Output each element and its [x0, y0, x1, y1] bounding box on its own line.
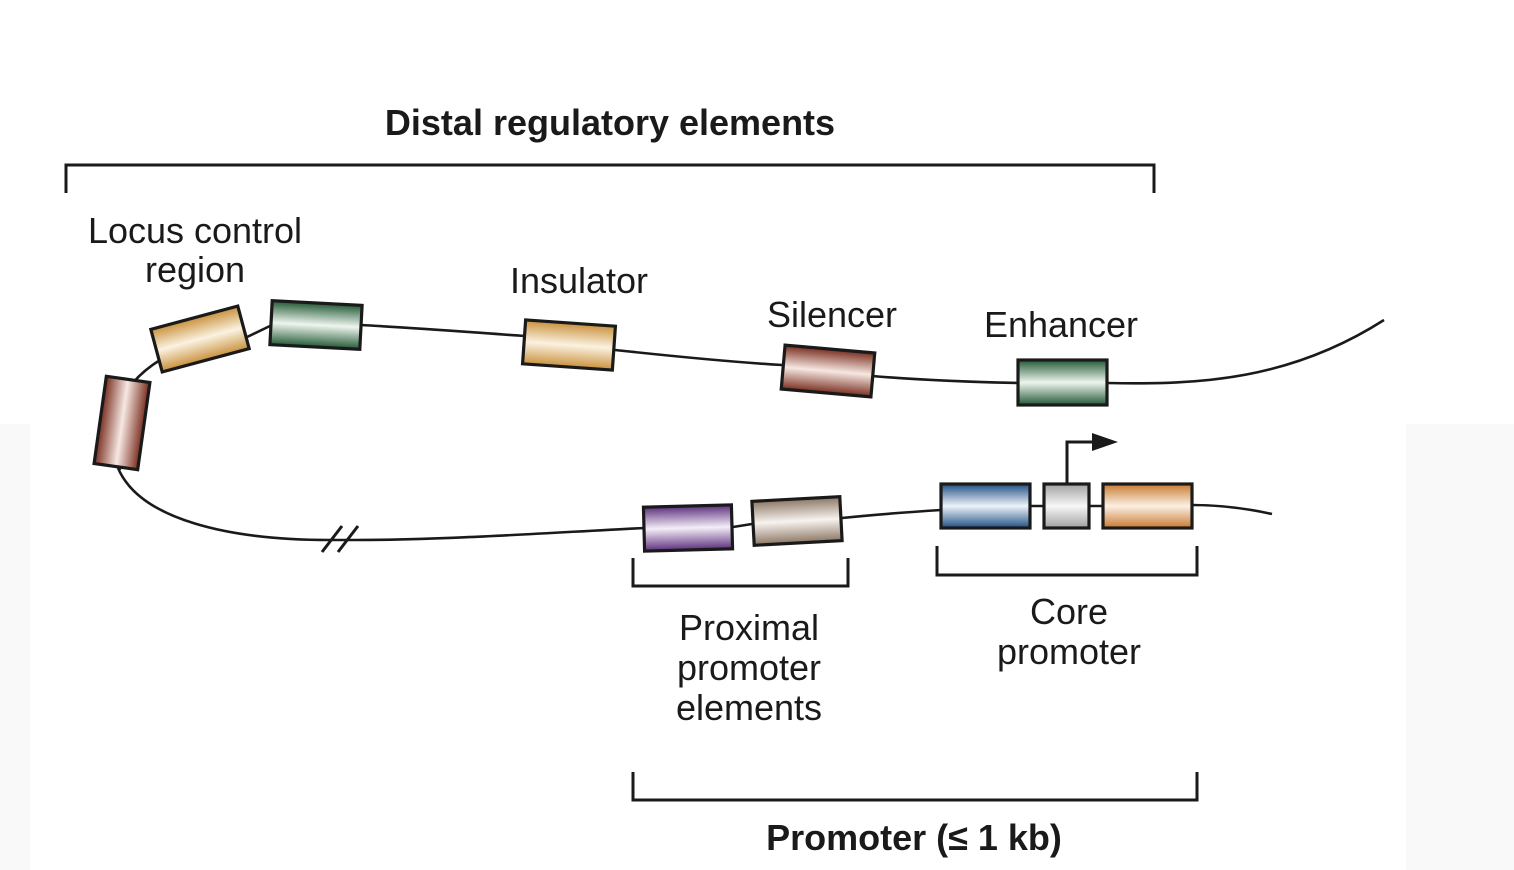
enhancer-element	[1016, 358, 1109, 407]
core-bracket	[935, 546, 1199, 577]
proximal-element-taupe	[750, 495, 844, 547]
proximal-label-line1: Proximal	[679, 607, 819, 648]
distal-regulatory-title: Distal regulatory elements	[385, 102, 835, 143]
proximal-element-purple	[641, 503, 735, 553]
locus-control-label-line2: region	[145, 249, 245, 290]
proximal-bracket	[631, 558, 850, 588]
locus-control-label-line1: Locus control	[88, 210, 302, 251]
core-element-blue	[939, 482, 1032, 530]
enhancer-label: Enhancer	[984, 304, 1138, 345]
silencer-label: Silencer	[767, 294, 897, 335]
insulator-label: Insulator	[510, 260, 648, 301]
transcription-start-arrow-icon	[1065, 433, 1118, 484]
lcr-element-red	[92, 374, 152, 472]
core-promoter-label-line2: promoter	[997, 631, 1141, 672]
lcr-element-tan	[148, 304, 252, 374]
proximal-label-line2: promoter	[677, 647, 821, 688]
core-element-orange	[1101, 482, 1194, 530]
proximal-label-line3: elements	[676, 687, 822, 728]
promoter-label: Promoter (≤ 1 kb)	[766, 817, 1062, 858]
core-promoter-label-line1: Core	[1030, 591, 1108, 632]
dna-strand-lower	[116, 467, 1273, 542]
promoter-bracket	[631, 772, 1199, 802]
core-element-tss	[1042, 482, 1091, 530]
sequence-break-icon	[320, 525, 360, 553]
insulator-element	[520, 318, 618, 372]
distal-bracket	[64, 163, 1156, 193]
figure-background	[30, 0, 1406, 870]
lcr-element-green	[268, 298, 364, 352]
silencer-element	[779, 343, 877, 399]
